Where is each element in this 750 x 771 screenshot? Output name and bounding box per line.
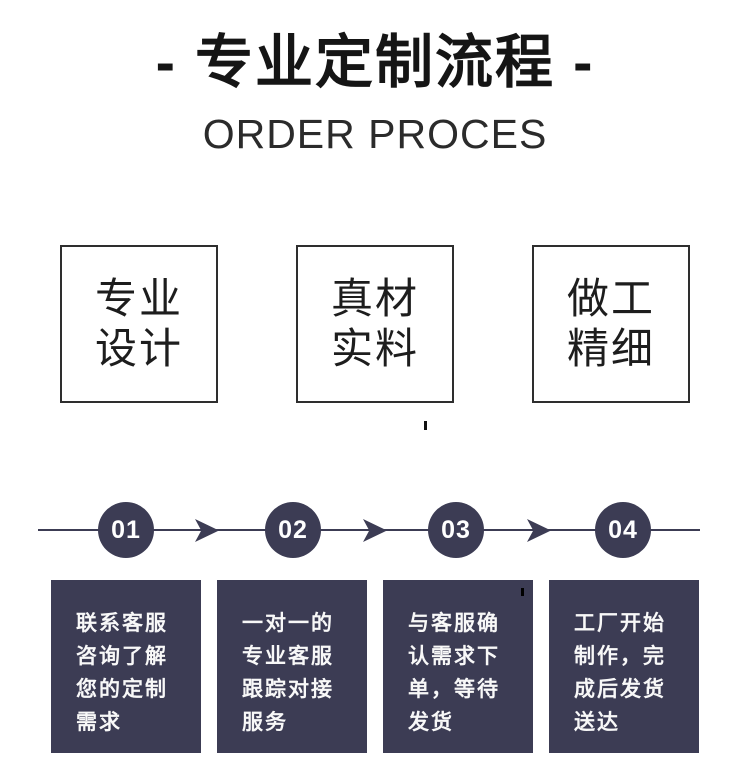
header: - 专业定制流程 - ORDER PROCES xyxy=(0,0,750,156)
step-circle-02: 02 xyxy=(265,502,321,558)
step-description: 与客服确 认需求下 单，等待 发货 xyxy=(408,612,500,734)
step-circle-04: 04 xyxy=(595,502,651,558)
step-box-1: 联系客服 咨询了解 您的定制 需求 xyxy=(51,580,201,753)
step-number: 04 xyxy=(608,515,638,544)
step-box-2: 一对一的 专业客服 跟踪对接 服务 xyxy=(217,580,367,753)
features-row: 专业 设计 真材 实料 做工 精细 xyxy=(0,245,750,403)
page-title: - 专业定制流程 - xyxy=(155,30,595,95)
step-box-3: 与客服确 认需求下 单，等待 发货 xyxy=(383,580,533,753)
feature-box-design: 专业 设计 xyxy=(60,245,218,403)
feature-box-workmanship: 做工 精细 xyxy=(532,245,690,403)
feature-label: 做工 精细 xyxy=(566,275,655,372)
step-box-4: 工厂开始 制作，完 成后发货 送达 xyxy=(549,580,699,753)
step-description: 联系客服 咨询了解 您的定制 需求 xyxy=(76,612,168,734)
stray-mark xyxy=(424,421,427,430)
steps-row: 联系客服 咨询了解 您的定制 需求 一对一的 专业客服 跟踪对接 服务 与客服确… xyxy=(0,580,750,753)
step-description: 一对一的 专业客服 跟踪对接 服务 xyxy=(242,612,334,734)
step-circle-01: 01 xyxy=(98,502,154,558)
feature-label: 真材 实料 xyxy=(330,275,419,372)
step-number: 02 xyxy=(278,515,308,544)
step-circle-03: 03 xyxy=(428,502,484,558)
step-number: 01 xyxy=(111,515,141,544)
step-number: 03 xyxy=(441,515,471,544)
feature-box-materials: 真材 实料 xyxy=(296,245,454,403)
feature-label: 专业 设计 xyxy=(94,275,183,372)
step-description: 工厂开始 制作，完 成后发货 送达 xyxy=(574,612,666,734)
page-subtitle: ORDER PROCES xyxy=(202,111,548,157)
stray-mark xyxy=(521,588,524,596)
process-timeline: 01 02 03 04 xyxy=(0,470,750,580)
